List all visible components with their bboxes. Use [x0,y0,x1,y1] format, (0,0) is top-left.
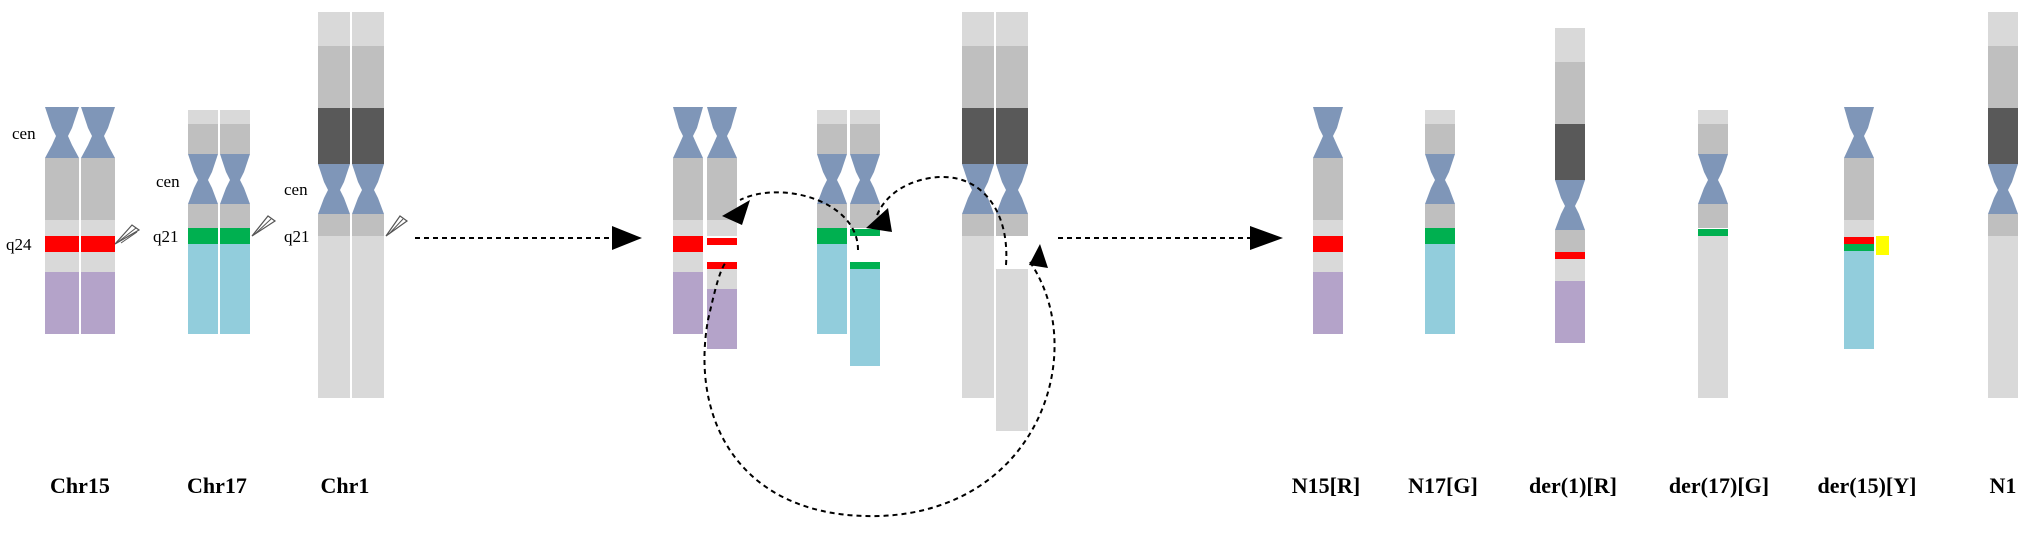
label-chr15: Chr15 [50,473,110,498]
middle-panel [673,12,1056,518]
der15-chromosome [1844,107,1889,349]
n15-chromosome [1313,107,1343,334]
band-label-q24: q24 [6,235,32,254]
chr15-normal-chromatid [673,107,703,334]
exchange-arc-large [703,261,1056,518]
chr17-pair [188,110,277,334]
der1-chromosome [1555,28,1585,343]
arrowhead [866,208,892,232]
chr1-normal-chromatid [962,12,994,398]
arrowhead [1029,244,1048,268]
chromatid [81,107,115,334]
arrowhead [612,226,642,250]
band-label-cen-17: cen [156,172,180,191]
band-label-cen-1: cen [284,180,308,199]
band-label-cen-15: cen [12,124,36,143]
chr15-pair [45,107,141,334]
chromatid [318,12,350,398]
exchange-arc-right [875,175,1008,266]
chr1-broken-chromatid [996,12,1028,431]
label-chr1: Chr1 [321,473,370,498]
fusion-signal [1876,236,1889,255]
chr17-normal-chromatid [817,110,847,334]
chromatid [220,110,250,334]
breakpoint-marker [251,215,277,237]
breakpoint-marker [385,215,409,237]
chr17-broken-chromatid [850,110,880,366]
breakpoint-marker [114,224,141,245]
band-label-q21-17: q21 [153,227,179,246]
arrowhead [722,200,750,225]
chromatid [352,12,384,398]
chr15-broken-chromatid [707,107,737,349]
chr1-pair [318,12,409,398]
label-der15: der(15)[Y] [1818,473,1917,498]
chromatid [45,107,79,334]
arrowhead [1250,226,1283,250]
left-panel: cen q24 cen q21 cen q21 Chr15 Chr17 Chr1 [6,12,409,498]
label-n17: N17[G] [1408,473,1478,498]
label-der17: der(17)[G] [1669,473,1769,498]
label-n1: N1 [1990,473,2017,498]
chromatid [188,110,218,334]
label-chr17: Chr17 [187,473,247,498]
right-panel: N15[R] N17[G] der(1)[R] der(17)[G] der(1… [1292,12,2018,498]
band-label-q21-1: q21 [284,227,310,246]
exchange-arc-left [739,191,859,251]
label-der1: der(1)[R] [1529,473,1617,498]
n1-chromosome [1988,12,2018,398]
n17-chromosome [1425,110,1455,334]
label-n15: N15[R] [1292,473,1360,498]
der17-chromosome [1698,110,1728,398]
